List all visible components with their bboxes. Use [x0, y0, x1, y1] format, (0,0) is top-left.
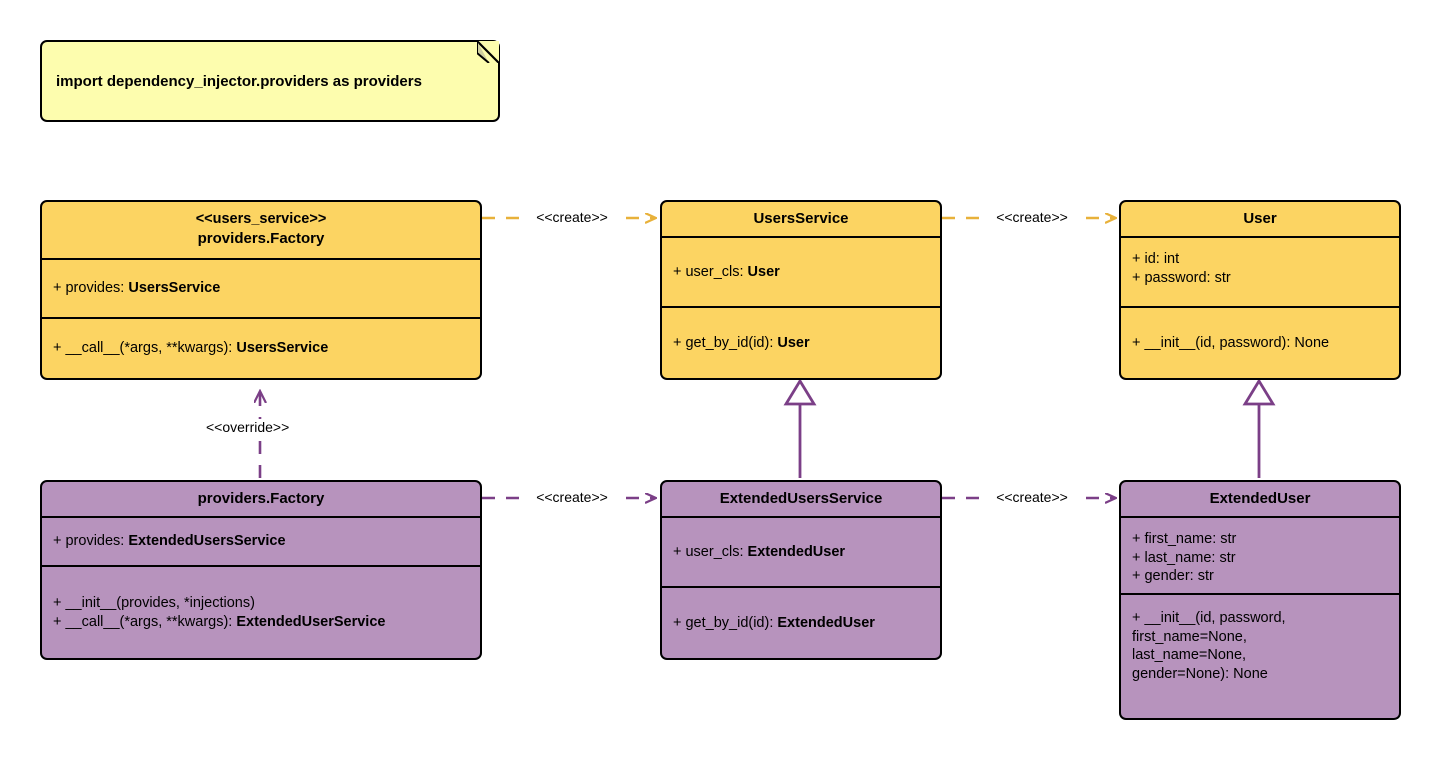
class-attributes-extended-factory: + provides: ExtendedUsersService: [42, 518, 480, 567]
edge-label-create-1: <<create>>: [521, 209, 623, 225]
edge-label-create-3: <<create>>: [521, 489, 623, 505]
class-header-extended-users-service: ExtendedUsersService: [662, 482, 940, 518]
method-row: + __init__(id, password, first_name=None…: [1132, 610, 1286, 682]
class-stereotype: <<users_service>>: [195, 211, 327, 227]
class-methods-extended-user: + __init__(id, password, first_name=None…: [1121, 595, 1399, 718]
class-methods-extended-users-service: + get_by_id(id): ExtendedUser: [662, 588, 940, 658]
method-row: + get_by_id(id): User: [673, 334, 929, 353]
class-header-extended-factory: providers.Factory: [42, 482, 480, 518]
class-name: providers.Factory: [197, 490, 325, 507]
attribute-row: + id: int: [1132, 251, 1180, 267]
edge-label-create-4: <<create>>: [981, 489, 1083, 505]
class-attributes-users-service: + user_cls: User: [662, 238, 940, 308]
attribute-type: UsersService: [128, 280, 221, 297]
attribute-type: User: [747, 263, 780, 280]
method-row: + __call__(*args, **kwargs): UsersServic…: [53, 339, 469, 358]
class-methods-user: + __init__(id, password): None: [1121, 308, 1399, 378]
class-attributes-extended-users-service: + user_cls: ExtendedUser: [662, 518, 940, 588]
class-name: ExtendedUsersService: [719, 490, 883, 507]
edge-label-override: <<override>>: [203, 419, 321, 435]
class-box-user[interactable]: User + id: int + password: str + __init_…: [1119, 200, 1401, 380]
class-name: UsersService: [753, 210, 849, 227]
class-header-users-service-factory: <<users_service>> providers.Factory: [42, 202, 480, 260]
method-type: ExtendedUser: [777, 614, 875, 631]
attribute-row: + user_cls: User: [673, 263, 929, 282]
class-attributes-extended-user: + first_name: str + last_name: str + gen…: [1121, 518, 1399, 595]
edge-generalization-service: [783, 378, 817, 478]
class-methods-users-service: + get_by_id(id): User: [662, 308, 940, 378]
edge-label-create-2: <<create>>: [981, 209, 1083, 225]
class-box-extended-factory[interactable]: providers.Factory + provides: ExtendedUs…: [40, 480, 482, 660]
method-text: + get_by_id(id):: [673, 334, 778, 351]
method-row: + __init__(id, password): None: [1132, 334, 1330, 351]
class-header-users-service: UsersService: [662, 202, 940, 238]
attribute-row: + provides: UsersService: [53, 279, 469, 298]
class-name: providers.Factory: [197, 230, 325, 247]
method-row: + __call__(*args, **kwargs): ExtendedUse…: [53, 613, 469, 632]
class-box-extended-user[interactable]: ExtendedUser + first_name: str + last_na…: [1119, 480, 1401, 720]
class-name: User: [1243, 210, 1277, 227]
attribute-row: + first_name: str: [1132, 531, 1237, 547]
method-row: + get_by_id(id): ExtendedUser: [673, 614, 929, 633]
import-note-text: import dependency_injector.providers as …: [56, 72, 422, 90]
class-box-users-service-factory[interactable]: <<users_service>> providers.Factory + pr…: [40, 200, 482, 380]
method-type: UsersService: [236, 340, 329, 357]
class-header-extended-user: ExtendedUser: [1121, 482, 1399, 518]
note-fold-icon: [477, 41, 499, 63]
method-text: + __call__(*args, **kwargs):: [53, 613, 237, 630]
class-methods-users-service-factory: + __call__(*args, **kwargs): UsersServic…: [42, 319, 480, 378]
attribute-text: + user_cls:: [673, 263, 748, 280]
class-box-extended-users-service[interactable]: ExtendedUsersService + user_cls: Extende…: [660, 480, 942, 660]
class-attributes-users-service-factory: + provides: UsersService: [42, 260, 480, 319]
attribute-text: + user_cls:: [673, 543, 748, 560]
method-type: User: [777, 334, 810, 351]
class-attributes-user: + id: int + password: str: [1121, 238, 1399, 308]
attribute-text: + provides:: [53, 533, 129, 550]
method-text: + get_by_id(id):: [673, 614, 778, 631]
attribute-type: ExtendedUser: [747, 543, 846, 560]
import-note: import dependency_injector.providers as …: [40, 40, 500, 122]
attribute-row: + provides: ExtendedUsersService: [53, 532, 469, 551]
class-header-user: User: [1121, 202, 1399, 238]
method-row: + __init__(provides, *injections): [53, 594, 255, 611]
method-text: + __call__(*args, **kwargs):: [53, 340, 237, 357]
class-methods-extended-factory: + __init__(provides, *injections) + __ca…: [42, 567, 480, 658]
method-type: ExtendedUserService: [236, 613, 386, 630]
attribute-text: + provides:: [53, 280, 129, 297]
attribute-row: + password: str: [1132, 269, 1231, 286]
edge-generalization-user: [1242, 378, 1276, 478]
class-box-users-service[interactable]: UsersService + user_cls: User + get_by_i…: [660, 200, 942, 380]
attribute-row: + gender: str: [1132, 568, 1214, 585]
attribute-row: + user_cls: ExtendedUser: [673, 543, 929, 562]
attribute-row: + last_name: str: [1132, 549, 1236, 566]
class-name: ExtendedUser: [1209, 490, 1311, 507]
attribute-type: ExtendedUsersService: [128, 533, 286, 550]
